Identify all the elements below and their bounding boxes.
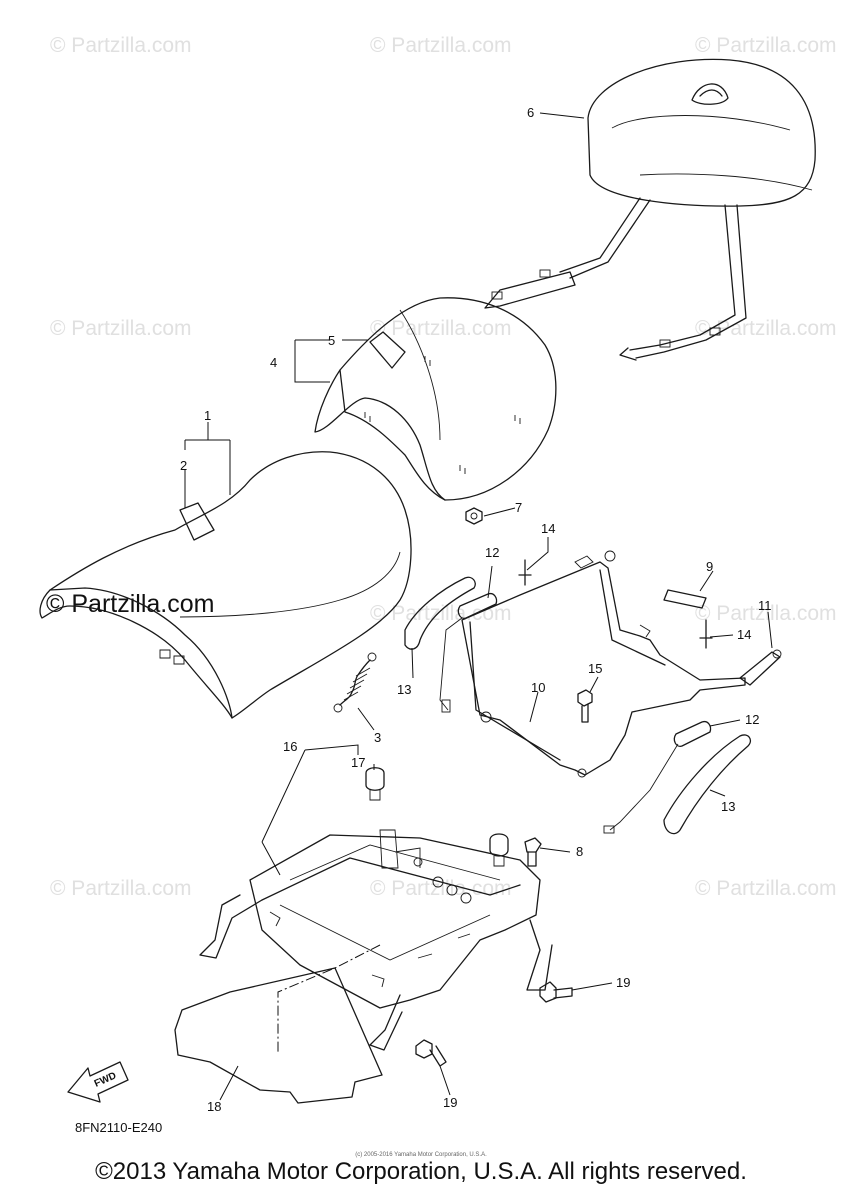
callout-4[interactable]: 4 <box>270 355 277 370</box>
seat-spring[interactable] <box>333 652 377 713</box>
watermark: © Partzilla.com <box>50 877 192 900</box>
watermark: © Partzilla.com <box>370 317 512 340</box>
watermark-prominent: © Partzilla.com <box>46 590 214 618</box>
diagram-code: 8FN2110-E240 <box>75 1120 162 1135</box>
watermark: © Partzilla.com <box>695 602 837 625</box>
grip-left[interactable] <box>439 592 498 713</box>
backrest[interactable] <box>484 58 816 361</box>
callout-17[interactable]: 17 <box>351 755 365 770</box>
watermark: © Partzilla.com <box>695 34 837 57</box>
grip-right[interactable] <box>603 720 712 834</box>
damper[interactable] <box>489 833 509 867</box>
callout-12[interactable]: 12 <box>745 712 759 727</box>
copyright-notice: ©2013 Yamaha Motor Corporation, U.S.A. A… <box>95 1158 747 1185</box>
callout-15[interactable]: 15 <box>588 661 602 676</box>
nut[interactable] <box>465 507 483 525</box>
callout-3[interactable]: 3 <box>374 730 381 745</box>
callout-12[interactable]: 12 <box>485 545 499 560</box>
rivet[interactable] <box>518 559 532 586</box>
rivet[interactable] <box>699 619 713 649</box>
callout-7[interactable]: 7 <box>515 500 522 515</box>
bolt[interactable] <box>524 837 542 867</box>
watermark: © Partzilla.com <box>695 317 837 340</box>
seat-base[interactable] <box>199 829 553 1051</box>
callout-13[interactable]: 13 <box>397 682 411 697</box>
callout-19[interactable]: 19 <box>443 1095 457 1110</box>
callout-1[interactable]: 1 <box>204 408 211 423</box>
sheet[interactable] <box>174 967 383 1104</box>
callout-10[interactable]: 10 <box>531 680 545 695</box>
callout-14[interactable]: 14 <box>737 627 751 642</box>
watermark-layer: © Partzilla.com © Partzilla.com © Partzi… <box>46 34 837 900</box>
watermark: © Partzilla.com <box>370 34 512 57</box>
callout-18[interactable]: 18 <box>207 1099 221 1114</box>
callout-19[interactable]: 19 <box>616 975 630 990</box>
forward-arrow-icon: FWD <box>67 1061 129 1103</box>
bolt[interactable] <box>539 981 573 1003</box>
watermark: © Partzilla.com <box>50 34 192 57</box>
grip-cover-left[interactable] <box>404 576 476 650</box>
label[interactable] <box>663 589 707 609</box>
callout-6[interactable]: 6 <box>527 105 534 120</box>
watermark: © Partzilla.com <box>50 317 192 340</box>
centerline <box>277 944 381 1052</box>
damper[interactable] <box>365 767 385 801</box>
leader-lines <box>184 112 773 1101</box>
seat-frame[interactable] <box>461 550 746 778</box>
bolt[interactable] <box>577 689 593 723</box>
bolt[interactable] <box>415 1039 447 1067</box>
callout-11[interactable]: 11 <box>758 598 772 613</box>
watermark: © Partzilla.com <box>370 602 512 625</box>
callout-14[interactable]: 14 <box>541 521 555 536</box>
callout-9[interactable]: 9 <box>706 559 713 574</box>
callouts: 1 2 3 4 5 6 7 8 9 10 11 12 12 13 13 14 1… <box>180 105 772 1114</box>
callout-2[interactable]: 2 <box>180 458 187 473</box>
grip-end[interactable] <box>739 649 782 686</box>
callout-5[interactable]: 5 <box>328 333 335 348</box>
rider-seat[interactable] <box>39 451 412 719</box>
callout-13[interactable]: 13 <box>721 799 735 814</box>
passenger-seat[interactable] <box>314 297 557 501</box>
watermark: © Partzilla.com <box>370 877 512 900</box>
grip-cover-right[interactable] <box>663 734 752 835</box>
callout-16[interactable]: 16 <box>283 739 297 754</box>
fine-print-copyright: (c) 2005-2016 Yamaha Motor Corporation, … <box>355 1152 487 1158</box>
callout-8[interactable]: 8 <box>576 844 583 859</box>
watermark: © Partzilla.com <box>695 877 837 900</box>
